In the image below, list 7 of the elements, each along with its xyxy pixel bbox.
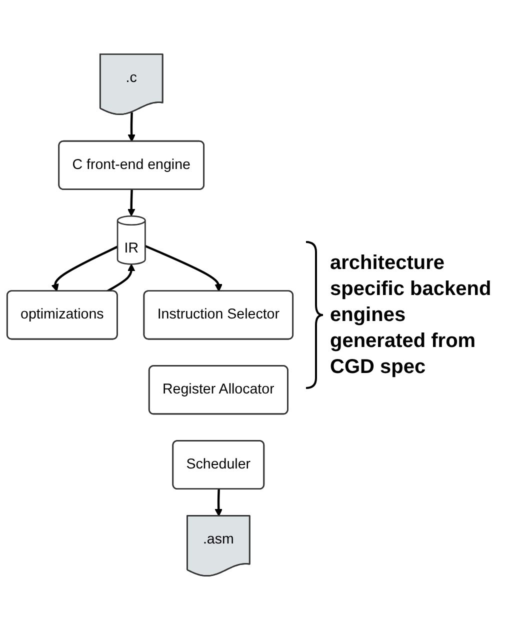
arrow [128, 112, 136, 142]
arrow [51, 246, 118, 292]
arrow [127, 190, 136, 216]
arrow [144, 244, 223, 292]
annotation-text: architecture specific backend engines generated from CGD spec [330, 251, 492, 380]
arrow [106, 264, 136, 292]
arrow [214, 489, 223, 516]
